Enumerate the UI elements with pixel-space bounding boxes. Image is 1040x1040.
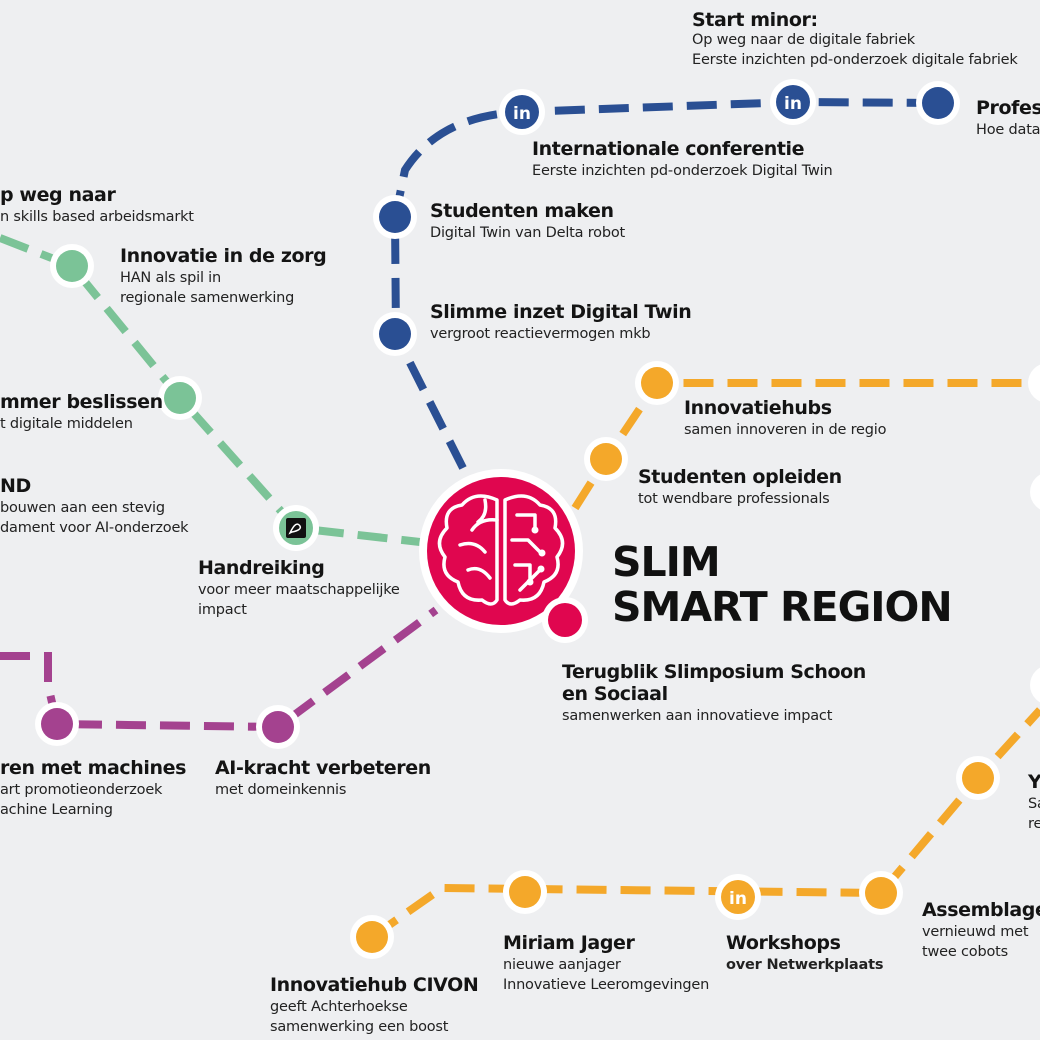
station-profess[interactable] (916, 81, 960, 125)
station-studenten-maken[interactable] (373, 195, 417, 239)
label-assemblage[interactable]: Assemblage- vernieuwd met twee cobots (922, 899, 1040, 960)
station-innovatiehubs[interactable] (635, 361, 679, 405)
label-machines[interactable]: ren met machines art promotieonderzoek a… (0, 757, 187, 818)
label-studenten-maken[interactable]: Studenten maken Digital Twin van Delta r… (430, 200, 626, 241)
label-op-weg[interactable]: p weg naar n skills based arbeidsmarkt (0, 184, 194, 225)
station-machines[interactable] (35, 702, 79, 746)
label-nd[interactable]: ND bouwen aan een stevig dament voor AI-… (0, 475, 189, 536)
station-civon[interactable] (350, 915, 394, 959)
label-workshops[interactable]: Workshops over Netwerkplaats (726, 932, 884, 973)
linkedin-icon: in (784, 94, 802, 114)
linkedin-icon: in (513, 104, 531, 124)
station-workshops[interactable]: in (715, 874, 761, 920)
station-slimme-inzet[interactable] (373, 312, 417, 356)
station-edge-yellow-3[interactable] (1030, 665, 1040, 705)
label-y[interactable]: Y Sa re (1028, 771, 1040, 832)
brain-circuit-icon (437, 494, 565, 606)
yellow-line-upper (571, 379, 1040, 511)
label-civon[interactable]: Innovatiehub CIVON geeft Achterhoekse sa… (270, 974, 479, 1035)
hub-title: SLIM SMART REGION (612, 538, 953, 631)
station-edge-yellow-2[interactable] (1030, 472, 1040, 512)
label-internationale[interactable]: Internationale conferentie Eerste inzich… (532, 138, 833, 179)
label-handreiking[interactable]: Handreiking voor meer maatschappelijke i… (198, 557, 400, 618)
station-studenten-opleiden[interactable] (584, 437, 628, 481)
label-innovatiehubs[interactable]: Innovatiehubs samen innoveren in de regi… (684, 397, 887, 438)
hub-node[interactable] (419, 469, 588, 643)
station-y[interactable] (956, 756, 1000, 800)
station-innovatie-zorg[interactable] (50, 244, 94, 288)
label-start-minor[interactable]: Start minor: Op weg naar de digitale fab… (692, 9, 1018, 68)
label-profess[interactable]: Profess Hoe data (976, 97, 1040, 138)
label-ai-kracht[interactable]: AI-kracht verbeteren met domeinkennis (215, 757, 431, 798)
pdf-icon (286, 518, 306, 538)
linkedin-icon: in (729, 889, 747, 909)
hub-title-line2: SMART REGION (612, 583, 953, 631)
station-assemblage[interactable] (859, 871, 903, 915)
label-terugblik[interactable]: Terugblik Slimposium Schoon en Sociaal s… (562, 661, 866, 724)
label-studenten-opleiden[interactable]: Studenten opleiden tot wendbare professi… (638, 466, 842, 507)
label-miriam[interactable]: Miriam Jager nieuwe aanjager Innovatieve… (503, 932, 710, 993)
hub-title-line1: SLIM (612, 538, 721, 586)
station-miriam[interactable] (503, 870, 547, 914)
station-internationale[interactable]: in (499, 89, 545, 135)
label-innovatie-zorg[interactable]: Innovatie in de zorg HAN als spil in reg… (120, 245, 327, 306)
yellow-line-lower (369, 707, 1040, 941)
station-edge-yellow-1[interactable] (1028, 363, 1040, 403)
station-handreiking[interactable] (273, 505, 319, 551)
label-slimmer[interactable]: mmer beslissen t digitale middelen (0, 391, 163, 432)
station-slimmer[interactable] (158, 376, 202, 420)
station-start-minor[interactable]: in (770, 79, 816, 125)
label-slimme-inzet[interactable]: Slimme inzet Digital Twin vergroot react… (430, 301, 692, 342)
station-ai-kracht[interactable] (256, 705, 300, 749)
